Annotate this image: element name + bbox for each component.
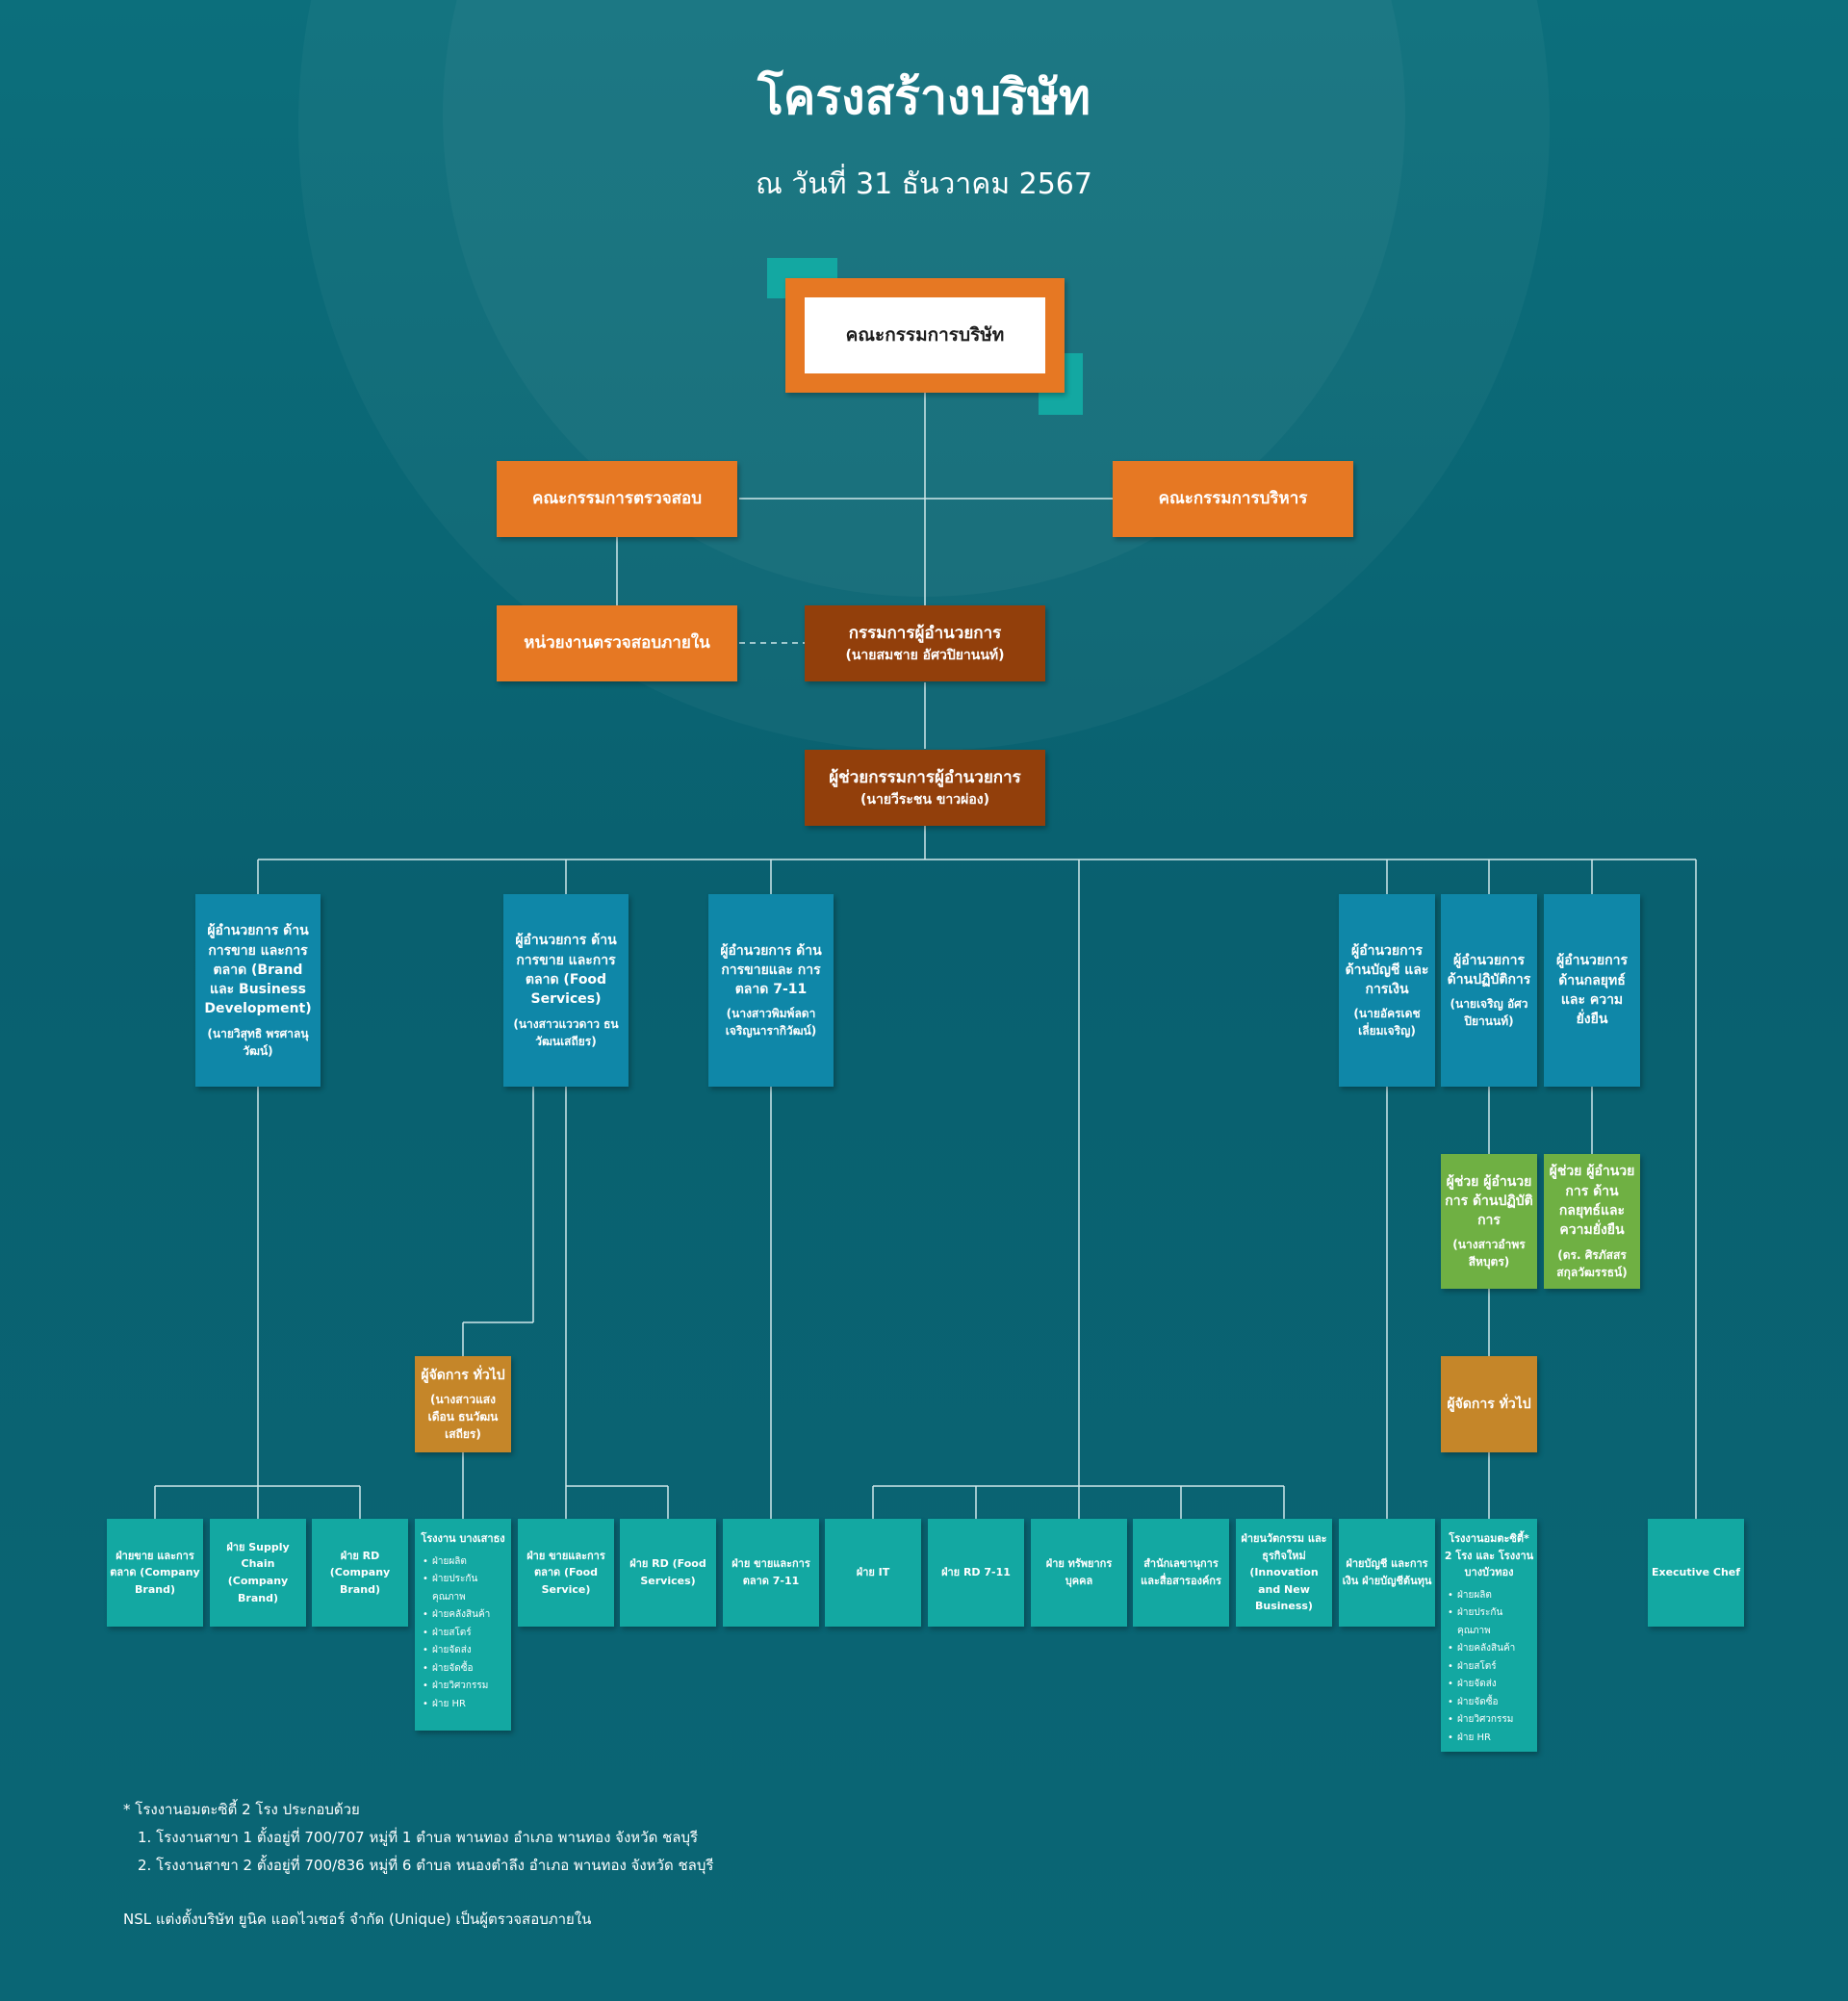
general-manager-name: (นางสาวแสงเดือน ธนวัฒนเสถียร) [427,1393,499,1442]
dept-sub-item: ฝ่ายสโตร์ [1444,1658,1534,1677]
director-name: (นายวิสุทธิ พรศาลนุวัฒน์) [207,1026,309,1058]
dept-sub-item: ฝ่ายผลิต [419,1553,507,1572]
managing-director-name: (นายสมชาย อัศวปิยานนท์) [845,647,1005,663]
dept-sub-item: ฝ่ายสโตร์ [419,1625,507,1643]
managing-director-label: กรรมการผู้อำนวยการ [848,624,1002,644]
page-title: โครงสร้างบริษัท [757,69,1091,125]
dept-secretary-communications: สำนักเลขานุการ และสื่อสารองค์กร [1133,1519,1229,1627]
board-of-directors-inner: คณะกรรมการบริษัท [805,297,1045,373]
executive-committee-box: คณะกรรมการบริหาร [1113,461,1353,537]
footnote-factory-2: 2. โรงงานสาขา 2 ตั้งอยู่ที่ 700/836 หมู่… [138,1857,714,1874]
dept-label: ฝ่าย ขายและการตลาด (Food Service) [526,1549,605,1596]
page-subtitle: ณ วันที่ 31 ธันวาคม 2567 [756,167,1092,201]
dept-sub-item: ฝ่ายวิศวกรรม [419,1678,507,1696]
director-name: (นางสาวพิมพ์ลดา เจริญนารากิวัฒน์) [725,1007,817,1039]
dept-rd-food-services: ฝ่าย RD (Food Services) [620,1519,716,1627]
director-label: ผู้อำนวยการ ด้านการขาย และการตลาด (Food … [515,933,617,1008]
director-name: (นายอัครเดช เลี่ยมเจริญ) [1353,1007,1421,1039]
dept-sub-item: ฝ่าย HR [1444,1730,1534,1748]
dept-sub-item: ฝ่าย HR [419,1696,507,1714]
dept-label: ฝ่าย ทรัพยากรบุคคล [1045,1557,1113,1587]
assistant-director-name: (ดร. ศิรภัสสร สกุลวัฒรรธน์) [1556,1247,1628,1279]
dept-sub-item: ฝ่ายคลังสินค้า [1444,1640,1534,1658]
director-label: ผู้อำนวยการ ด้านกลยุทธ์และ ความยั่งยืน [1556,953,1628,1028]
dept-sales-7-11: ฝ่าย ขายและการตลาด 7-11 [723,1519,819,1627]
board-of-directors-label: คณะกรรมการบริษัท [845,323,1005,346]
director-brand-box: ผู้อำนวยการ ด้านการขาย และการตลาด (Brand… [195,894,321,1087]
assistant-director-operations-box: ผู้ช่วย ผู้อำนวยการ ด้านปฏิบัติการ (นางส… [1441,1154,1537,1289]
executive-committee-label: คณะกรรมการบริหาร [1158,489,1308,509]
general-manager-operations-box: ผู้จัดการ ทั่วไป [1441,1356,1537,1452]
dept-accounting-finance: ฝ่ายบัญชี และการเงิน ฝ่ายบัญชีต้นทุน [1339,1519,1435,1627]
dept-sub-item: ฝ่ายประกัน คุณภาพ [1444,1604,1534,1640]
footnote-factory-1: 1. โรงงานสาขา 1 ตั้งอยู่ที่ 700/707 หมู่… [138,1829,699,1846]
internal-audit-box: หน่วยงานตรวจสอบภายใน [497,605,737,681]
general-manager-label: ผู้จัดการ ทั่วไป [421,1367,505,1383]
dept-sub-list: ฝ่ายผลิต ฝ่ายประกัน คุณภาพ ฝ่ายคลังสินค้… [1444,1587,1534,1748]
dept-sub-list: ฝ่ายผลิต ฝ่ายประกัน คุณภาพ ฝ่ายคลังสินค้… [419,1553,507,1714]
dept-amata-bangbuathong-factories: โรงงานอมตะซิตี้* 2 โรง และ โรงงานบางบัวท… [1441,1519,1537,1752]
director-finance-box: ผู้อำนวยการ ด้านบัญชี และการเงิน (นายอัค… [1339,894,1435,1087]
dept-sub-item: ฝ่ายผลิต [1444,1587,1534,1605]
director-label: ผู้อำนวยการ ด้านการขาย และการตลาด (Brand… [204,923,312,1017]
assistant-director-label: ผู้ช่วย ผู้อำนวยการ ด้านกลยุทธ์และ ความย… [1549,1164,1635,1239]
dept-label: ฝ่าย IT [856,1566,890,1579]
dept-label: ฝ่าย Supply Chain (Company Brand) [226,1540,290,1604]
dept-label: ฝ่ายบัญชี และการเงิน ฝ่ายบัญชีต้นทุน [1342,1557,1432,1587]
dept-sub-item: ฝ่ายประกัน คุณภาพ [419,1571,507,1606]
audit-committee-label: คณะกรรมการตรวจสอบ [531,489,703,509]
dept-sub-item: ฝ่ายจัดซื้อ [1444,1694,1534,1712]
dept-label: ฝ่าย RD (Food Services) [629,1557,706,1587]
dept-label: ฝ่าย RD 7-11 [941,1566,1011,1579]
director-label: ผู้อำนวยการ ด้านปฏิบัติการ [1447,952,1531,988]
dept-label: สำนักเลขานุการ และสื่อสารองค์กร [1141,1557,1221,1587]
footnote-factories: * โรงงานอมตะซิตี้ 2 โรง ประกอบด้วย [123,1801,360,1818]
dept-it: ฝ่าย IT [825,1519,921,1627]
assistant-director-name: (นางสาวอำพร สีหบุตร) [1452,1238,1526,1270]
dept-label: โรงงานอมตะซิตี้* 2 โรง และ โรงงานบางบัวท… [1444,1532,1534,1579]
general-manager-label: ผู้จัดการ ทั่วไป [1447,1396,1531,1412]
audit-committee-box: คณะกรรมการตรวจสอบ [497,461,737,537]
dept-sub-item: ฝ่ายจัดส่ง [1444,1676,1534,1694]
assistant-director-label: ผู้ช่วย ผู้อำนวยการ ด้านปฏิบัติการ [1445,1173,1533,1229]
dept-label: ฝ่ายนวัตกรรม และธุรกิจใหม่ (Innovation a… [1241,1532,1327,1613]
assistant-md-name: (นายวีระชน ขาวผ่อง) [860,791,990,808]
director-name: (นายเจริญ อัศวปิยานนท์) [1450,997,1528,1029]
dept-innovation-new-business: ฝ่ายนวัตกรรม และธุรกิจใหม่ (Innovation a… [1236,1519,1332,1627]
dept-bangsaothong-factory: โรงงาน บางเสาธง ฝ่ายผลิต ฝ่ายประกัน คุณภ… [415,1519,511,1731]
dept-sub-item: ฝ่ายคลังสินค้า [419,1606,507,1625]
managing-director-box: กรรมการผู้อำนวยการ (นายสมชาย อัศวปิยานนท… [805,605,1045,681]
dept-label: ฝ่ายขาย และการตลาด (Company Brand) [110,1549,200,1596]
dept-label: โรงงาน บางเสาธง [421,1532,505,1545]
general-manager-food-box: ผู้จัดการ ทั่วไป (นางสาวแสงเดือน ธนวัฒนเ… [415,1356,511,1452]
dept-sub-item: ฝ่ายจัดซื้อ [419,1660,507,1679]
assistant-md-label: ผู้ช่วยกรรมการผู้อำนวยการ [829,768,1021,788]
dept-sales-food-service: ฝ่าย ขายและการตลาด (Food Service) [518,1519,614,1627]
dept-label: Executive Chef [1651,1566,1741,1579]
director-operations-box: ผู้อำนวยการ ด้านปฏิบัติการ (นายเจริญ อัศ… [1441,894,1537,1087]
director-strategy-box: ผู้อำนวยการ ด้านกลยุทธ์และ ความยั่งยืน [1544,894,1640,1087]
dept-sub-item: ฝ่ายจัดส่ง [419,1642,507,1660]
director-label: ผู้อำนวยการ ด้านการขายและ การตลาด 7-11 [720,942,822,998]
internal-audit-label: หน่วยงานตรวจสอบภายใน [524,633,710,654]
director-7-11-box: ผู้อำนวยการ ด้านการขายและ การตลาด 7-11 (… [708,894,834,1087]
director-food-services-box: ผู้อำนวยการ ด้านการขาย และการตลาด (Food … [503,894,629,1087]
dept-human-resources: ฝ่าย ทรัพยากรบุคคล [1031,1519,1127,1627]
dept-sub-item: ฝ่ายวิศวกรรม [1444,1711,1534,1730]
director-label: ผู้อำนวยการ ด้านบัญชี และการเงิน [1345,942,1429,998]
dept-supply-chain: ฝ่าย Supply Chain (Company Brand) [210,1519,306,1627]
footnote-internal-auditor: NSL แต่งตั้งบริษัท ยูนิค แอดไวเซอร์ จำกั… [123,1911,592,1928]
director-name: (นางสาวแววดาว ธนวัฒนเสถียร) [513,1016,619,1048]
dept-sales-company-brand: ฝ่ายขาย และการตลาด (Company Brand) [107,1519,203,1627]
dept-label: ฝ่าย RD (Company Brand) [329,1549,391,1596]
assistant-director-strategy-box: ผู้ช่วย ผู้อำนวยการ ด้านกลยุทธ์และ ความย… [1544,1154,1640,1289]
dept-rd-7-11: ฝ่าย RD 7-11 [928,1519,1024,1627]
dept-rd-company-brand: ฝ่าย RD (Company Brand) [312,1519,408,1627]
dept-executive-chef: Executive Chef [1648,1519,1744,1627]
dept-label: ฝ่าย ขายและการตลาด 7-11 [732,1557,810,1587]
assistant-md-box: ผู้ช่วยกรรมการผู้อำนวยการ (นายวีระชน ขาว… [805,750,1045,826]
board-of-directors-box: คณะกรรมการบริษัท [785,278,1065,393]
